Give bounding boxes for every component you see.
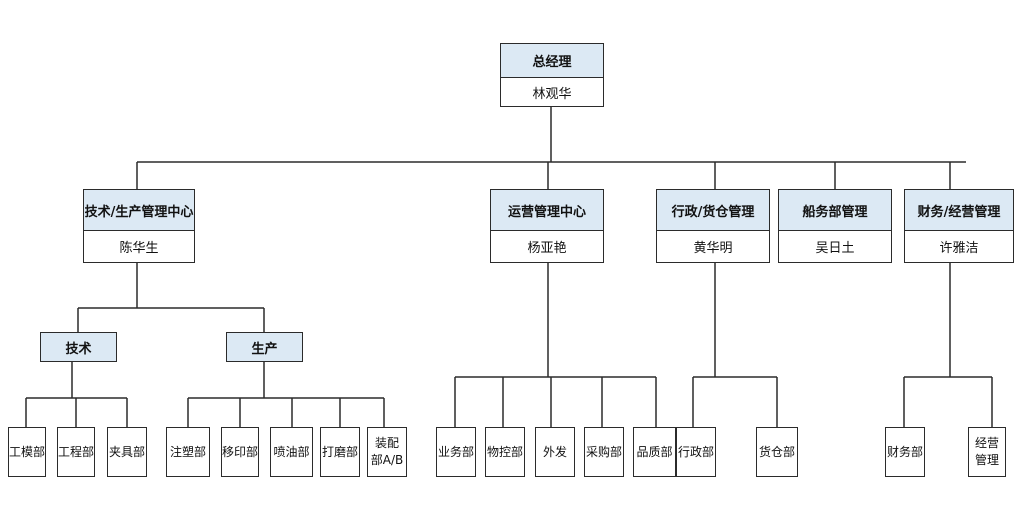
center-title: 行政/货仓管理 [657, 190, 769, 231]
center-manager-name: 许雅洁 [939, 240, 979, 256]
center-title: 运营管理中心 [491, 190, 603, 231]
center-box-finance: 财务/经营管理 许雅洁 [904, 189, 1014, 263]
dept-box: 采购部 [584, 427, 624, 477]
dept-box: 行政部 [676, 427, 716, 477]
dept-box: 注塑部 [166, 427, 210, 477]
dept-box: 财务部 [885, 427, 925, 477]
dept-box: 经营 管理 [968, 427, 1006, 477]
center-box-admin-warehouse: 行政/货仓管理 黄华明 [656, 189, 770, 263]
dept-box: 工模部 [8, 427, 46, 477]
center-manager-name: 陈华生 [119, 240, 159, 256]
general-manager-box: 总经理 林观华 [500, 43, 604, 107]
center-title: 船务部管理 [779, 190, 891, 231]
center-title: 财务/经营管理 [905, 190, 1013, 231]
dept-box: 货仓部 [756, 427, 798, 477]
center-box-operations: 运营管理中心 杨亚艳 [490, 189, 604, 263]
dept-box: 工程部 [57, 427, 95, 477]
dept-box: 业务部 [436, 427, 476, 477]
dept-box: 装配 部A/B [367, 427, 407, 477]
dept-box: 夹具部 [107, 427, 147, 477]
general-manager-title: 总经理 [501, 44, 603, 78]
center-box-tech-production: 技术/生产管理中心 陈华生 [83, 189, 195, 263]
dept-box: 打磨部 [320, 427, 360, 477]
center-title: 技术/生产管理中心 [84, 190, 194, 231]
center-manager-name: 黄华明 [693, 240, 733, 256]
group-box-tech: 技术 [40, 332, 117, 362]
general-manager-name: 林观华 [532, 86, 572, 102]
dept-box: 移印部 [221, 427, 259, 477]
center-manager-name: 杨亚艳 [527, 240, 567, 256]
center-box-shipping: 船务部管理 吴日土 [778, 189, 892, 263]
group-box-production: 生产 [226, 332, 303, 362]
center-manager-name: 吴日土 [815, 240, 855, 256]
dept-box: 喷油部 [270, 427, 313, 477]
dept-box: 物控部 [485, 427, 525, 477]
dept-box: 品质部 [633, 427, 676, 477]
dept-box: 外发 [535, 427, 575, 477]
